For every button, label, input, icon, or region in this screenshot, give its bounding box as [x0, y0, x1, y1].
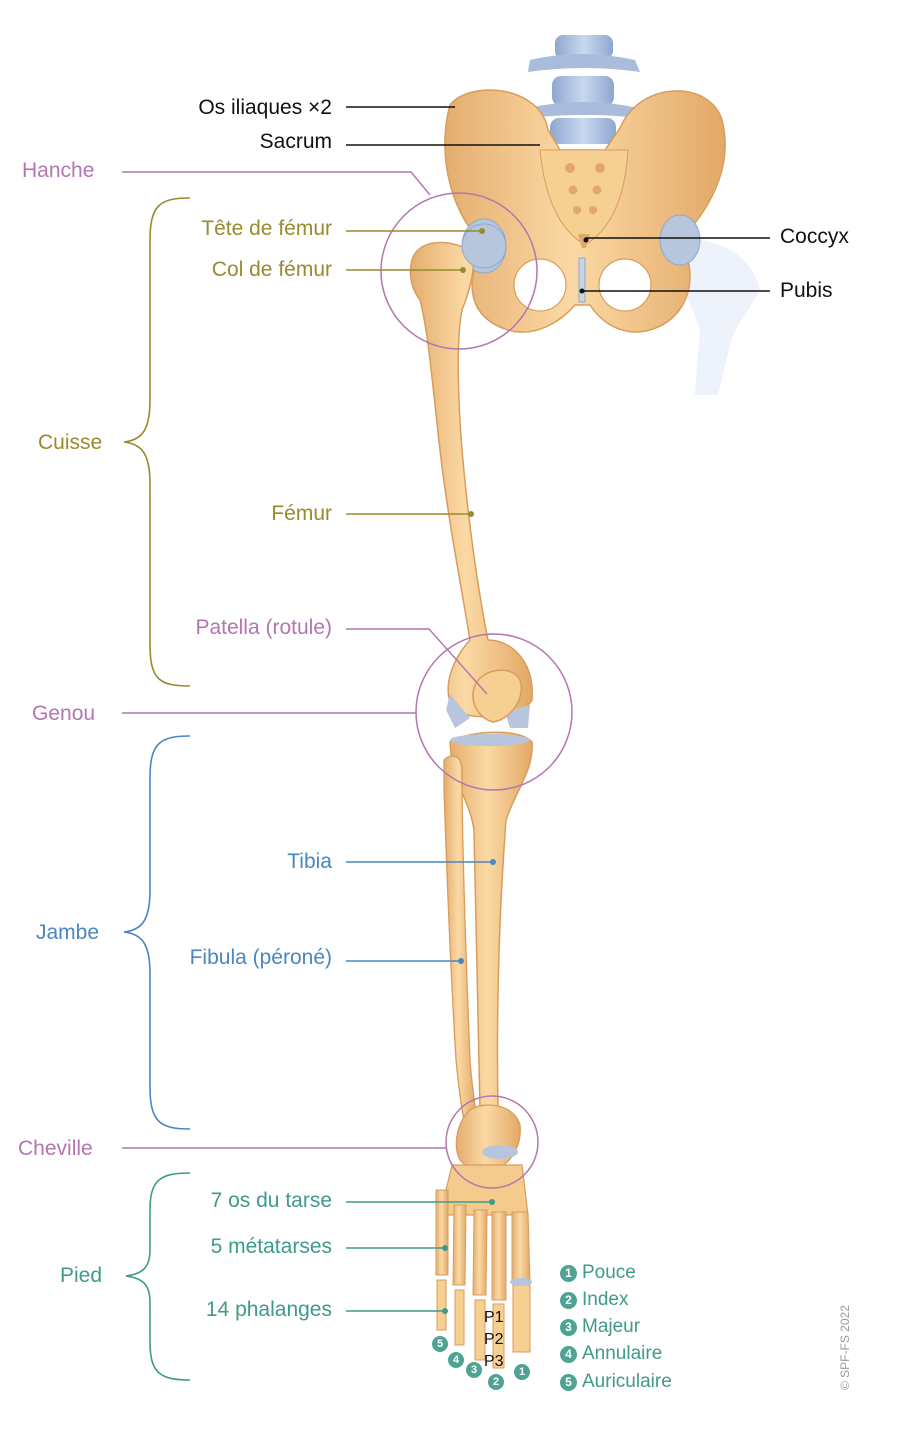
leader-dots [442, 228, 589, 1314]
phalanx-p2-label: P2 [484, 1331, 504, 1348]
label-pied: Pied [60, 1264, 103, 1287]
region-braces [123, 197, 191, 1381]
toe-legend-name: Majeur [582, 1316, 641, 1337]
foot-bones [435, 1104, 532, 1369]
phalanx-p1-label: P1 [484, 1309, 504, 1326]
label-phalanges: 14 phalanges [205, 1298, 332, 1321]
toe-legend-name: Index [582, 1289, 629, 1310]
toe-legend-4: 4 Annulaire [560, 1343, 662, 1365]
cuisse-brace [123, 197, 191, 687]
label-genou: Genou [32, 702, 96, 725]
toe-legend-name: Auriculaire [582, 1371, 672, 1392]
label-jambe: Jambe [36, 921, 100, 944]
toe-marker-4: 4 [448, 1352, 464, 1368]
lower-leg-bones [443, 731, 533, 1121]
toe-legend-num: 5 [560, 1373, 577, 1391]
hip-joint-circle [380, 192, 538, 350]
faded-right-femur [672, 238, 760, 395]
toe-marker-2: 2 [488, 1374, 504, 1390]
toe-legend-3: 3 Majeur [560, 1316, 640, 1338]
toe-marker-5: 5 [432, 1336, 448, 1352]
toe-legend-name: Annulaire [582, 1343, 663, 1364]
label-sacrum: Sacrum [259, 130, 332, 153]
pied-brace [125, 1172, 191, 1381]
toe-legend-num: 2 [560, 1291, 577, 1309]
label-metatarses: 5 métatarses [210, 1235, 332, 1258]
label-tibia: Tibia [287, 850, 332, 873]
label-coccyx: Coccyx [780, 225, 849, 248]
label-patella: Patella (rotule) [195, 616, 332, 639]
toe-marker-1: 1 [514, 1364, 530, 1380]
toe-legend-num: 3 [560, 1318, 577, 1336]
label-col-femur: Col de fémur [211, 258, 332, 281]
label-fibula: Fibula (péroné) [189, 946, 332, 969]
jambe-brace [123, 735, 191, 1130]
label-cuisse: Cuisse [38, 431, 103, 454]
label-hanche: Hanche [22, 159, 95, 182]
ankle-joint-circle [445, 1095, 539, 1189]
label-tarse: 7 os du tarse [210, 1189, 332, 1212]
label-pubis: Pubis [780, 279, 833, 302]
femur-bone [409, 223, 533, 728]
knee-joint-circle [415, 633, 573, 791]
toe-legend-1: 1 Pouce [560, 1262, 636, 1284]
label-femur: Fémur [271, 502, 332, 525]
toe-legend-num: 4 [560, 1345, 577, 1363]
toe-legend-num: 1 [560, 1264, 577, 1282]
toe-legend-5: 5 Auriculaire [560, 1371, 672, 1393]
lumbar-vertebrae [526, 35, 640, 144]
label-tete-femur: Tête de fémur [201, 217, 332, 240]
toe-legend-2: 2 Index [560, 1289, 628, 1311]
phalanx-p3-label: P3 [484, 1353, 504, 1370]
toe-legend-name: Pouce [582, 1262, 636, 1283]
joint-circles [380, 192, 573, 1189]
label-os-iliaques: Os iliaques ×2 [198, 96, 332, 119]
copyright-notice: © SPF-FS 2022 [838, 1305, 852, 1390]
pelvis [444, 89, 726, 333]
patella-bone [472, 669, 523, 723]
label-cheville: Cheville [18, 1137, 93, 1160]
toe-marker-3: 3 [466, 1362, 482, 1378]
